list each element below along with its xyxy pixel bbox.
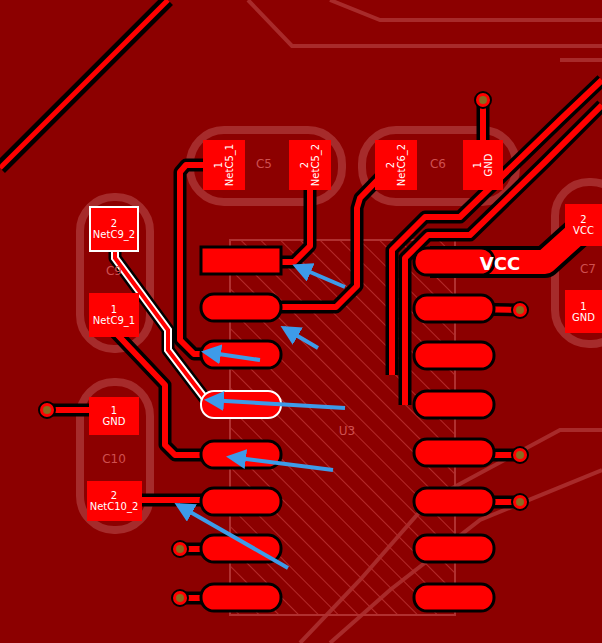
pad-text-group: 2VCC — [573, 214, 594, 236]
net-name: GND — [103, 416, 126, 427]
pad-text-group: 1NetC9_1 — [93, 304, 135, 326]
net-label: VCC — [480, 253, 520, 274]
pad-text-group: 1NetC5_1 — [213, 144, 235, 186]
smd-pad: 2VCC — [565, 204, 602, 246]
via — [39, 92, 528, 606]
pin-number: 1 — [572, 301, 595, 312]
annotation-arrow — [178, 266, 345, 568]
net-name: NetC5_2 — [310, 144, 321, 186]
pin-number: 2 — [573, 214, 594, 225]
smd-pad: 2NetC6_2 — [375, 140, 417, 190]
net-name: GND — [572, 312, 595, 323]
pin-number: 1 — [213, 144, 224, 186]
pad-text-group: 2NetC5_2 — [299, 144, 321, 186]
net-name: GND — [483, 154, 494, 177]
smd-pad: 1GND — [89, 397, 139, 435]
smd-pad: 2NetC9_2 — [89, 206, 139, 252]
smd-pad: 1GND — [565, 290, 602, 333]
smd-pad: 1GND — [463, 140, 503, 190]
pad-text-group: 2NetC10_2 — [90, 490, 139, 512]
pin-number: 1 — [103, 405, 126, 416]
net-name: NetC6_2 — [396, 144, 407, 186]
pin-number: 1 — [472, 154, 483, 177]
net-name: VCC — [573, 225, 594, 236]
smd-pad: 1NetC9_1 — [89, 293, 139, 337]
net-name: NetC5_1 — [224, 144, 235, 186]
net-name: NetC9_1 — [93, 315, 135, 326]
copper-trace — [47, 80, 602, 598]
pad-text-group: 1GND — [572, 301, 595, 323]
silkscreen-designator: C10 — [102, 452, 126, 466]
silkscreen-designator: C5 — [256, 157, 272, 171]
diagonal-trace — [0, 0, 168, 168]
pin-number: 2 — [90, 490, 139, 501]
trace-clearance — [47, 80, 602, 598]
smd-pad: 2NetC5_2 — [289, 140, 331, 190]
ic-pin — [201, 247, 494, 611]
pin-number: 2 — [299, 144, 310, 186]
silkscreen-designator: U3 — [339, 424, 355, 438]
pad-text-group: 1GND — [103, 405, 126, 427]
pad-text-group: 1GND — [472, 154, 494, 177]
smd-pad: 1NetC5_1 — [203, 140, 245, 190]
pad-text-group: 2NetC9_2 — [93, 218, 135, 240]
pin-number: 1 — [93, 304, 135, 315]
silkscreen-designator: C6 — [430, 157, 446, 171]
net-name: NetC10_2 — [90, 501, 139, 512]
silkscreen-designator: C7 — [580, 262, 596, 276]
pad-text-group: 2NetC6_2 — [385, 144, 407, 186]
pin-number: 2 — [385, 144, 396, 186]
smd-pad: 2NetC10_2 — [87, 481, 142, 521]
silkscreen-designator: C9 — [106, 264, 122, 278]
net-name: NetC9_2 — [93, 229, 135, 240]
pin-number: 2 — [93, 218, 135, 229]
